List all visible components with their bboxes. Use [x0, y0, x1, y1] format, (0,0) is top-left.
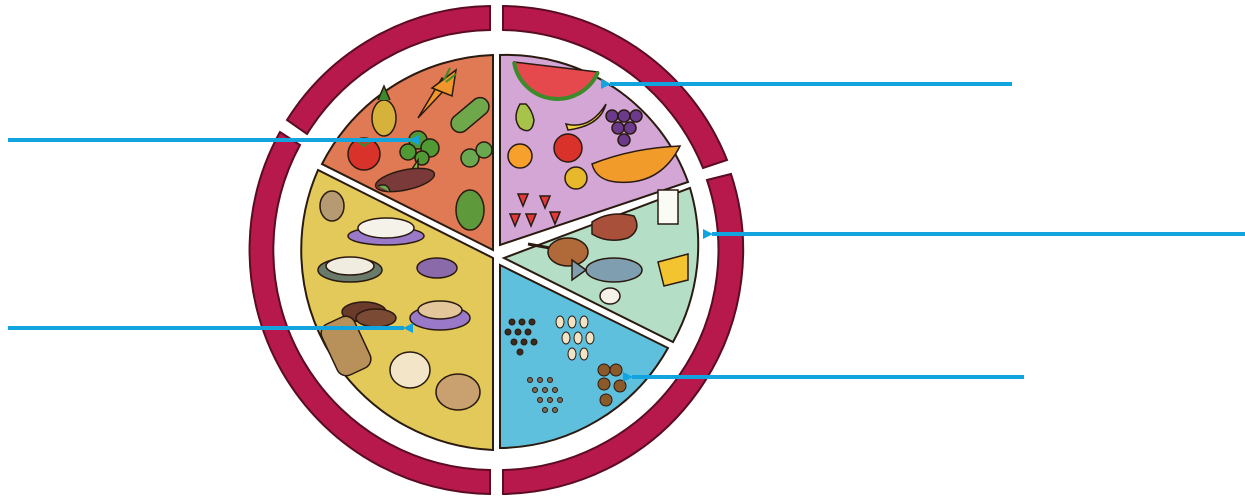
milk-glass-icon	[658, 190, 678, 224]
egg-icon	[600, 288, 620, 304]
lemon-icon	[565, 167, 587, 189]
chayote-icon	[456, 190, 484, 230]
apple-icon	[554, 134, 582, 162]
tomato-icon	[348, 138, 380, 170]
rice-plate-icon	[318, 257, 382, 282]
bread-roll-icon	[390, 352, 430, 388]
soup-bowl-icon	[417, 258, 457, 278]
potato-icon	[320, 191, 344, 221]
bread-loaf-icon	[436, 374, 480, 410]
orange-icon	[508, 144, 532, 168]
steak-icon	[592, 214, 637, 240]
